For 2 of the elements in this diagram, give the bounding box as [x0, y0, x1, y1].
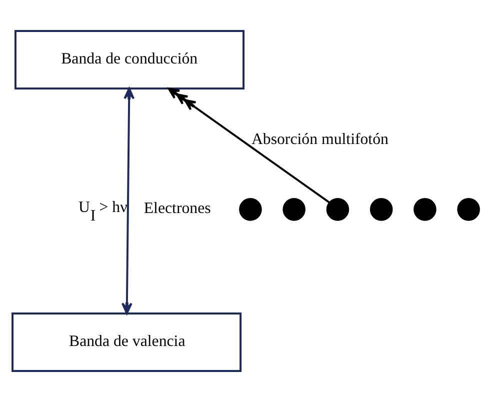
edge-label: Absorción multifotón — [251, 130, 388, 148]
label: Electrones — [144, 200, 211, 218]
